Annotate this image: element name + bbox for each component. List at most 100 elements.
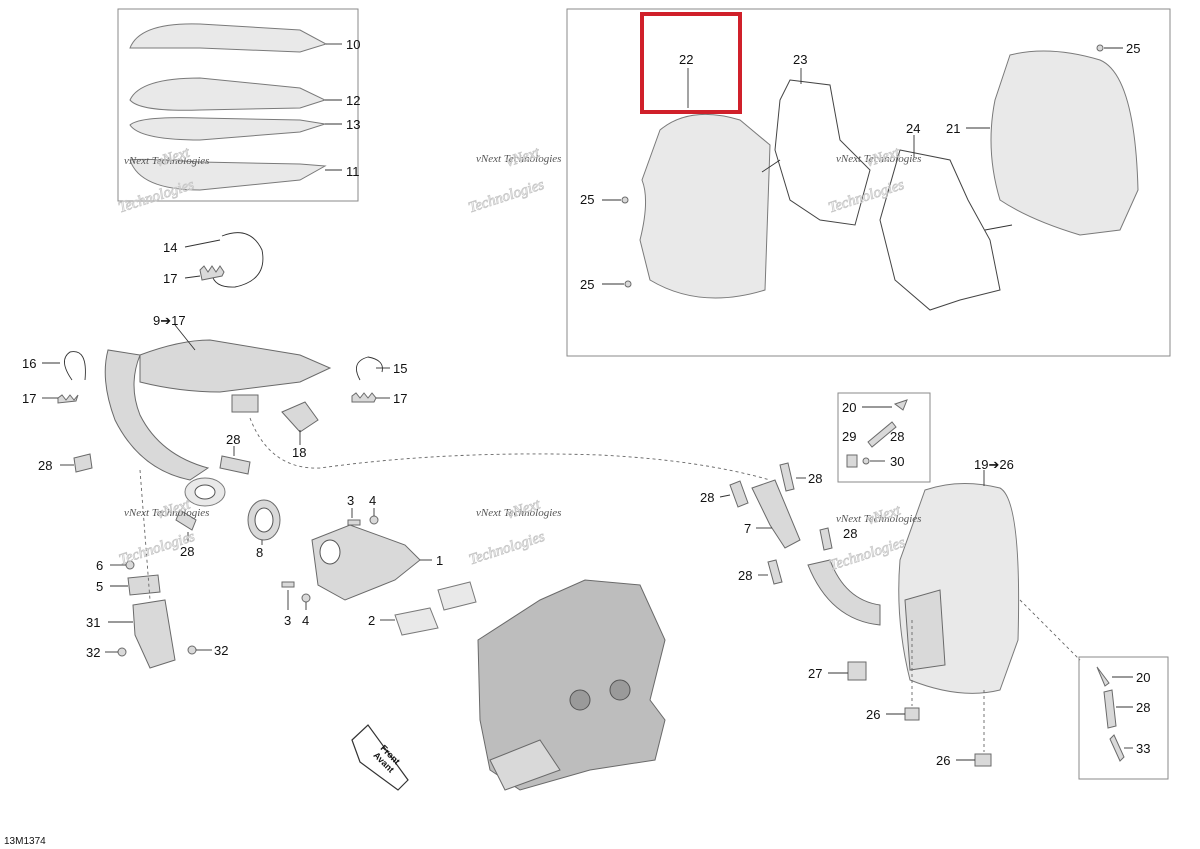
rubber-mount-5[interactable]: [110, 574, 161, 596]
callout-18: 18: [292, 445, 306, 460]
callout-28-h: 28: [738, 568, 752, 583]
hook-33[interactable]: [1109, 734, 1133, 762]
callout-28-inset: 28: [890, 429, 904, 444]
muffler-assembly-9[interactable]: [104, 324, 332, 507]
heat-shield-cover-21[interactable]: [966, 50, 1139, 236]
nut-32-right[interactable]: [187, 645, 212, 655]
callout-28-f: 28: [808, 471, 822, 486]
callout-20-lower-inset: 20: [1136, 670, 1150, 685]
inset-box-spring-set: [1078, 656, 1169, 780]
retaining-ring-14[interactable]: [184, 232, 264, 288]
callout-28-c: 28: [180, 544, 194, 559]
muffler-half-11[interactable]: [129, 158, 342, 191]
engine-block: [477, 579, 666, 791]
callout-26-lower: 26: [936, 753, 950, 768]
callout-27: 27: [808, 666, 822, 681]
routing-line: [249, 417, 771, 481]
inset-box-heat-shields: [566, 8, 1171, 357]
spring-28-e[interactable]: [719, 480, 749, 508]
svg-text:vNext Technologies: vNext Technologies: [476, 153, 561, 165]
callout-25-middle: 25: [580, 192, 594, 207]
tab-29[interactable]: [846, 454, 858, 468]
heat-shield-22[interactable]: [639, 68, 771, 299]
rivet-25-middle[interactable]: [602, 196, 629, 204]
callout-17-left: 17: [22, 391, 36, 406]
bumper-26-lower[interactable]: [956, 753, 992, 767]
callout-23: 23: [793, 52, 807, 67]
exhaust-coupler-7[interactable]: [751, 479, 801, 549]
muffler-clamp-18[interactable]: [281, 401, 319, 445]
exhaust-seal-8[interactable]: [247, 499, 281, 545]
muffler-half-13[interactable]: [129, 117, 342, 141]
bolt-3-bottom[interactable]: [281, 581, 295, 610]
heat-shield-gasket-23[interactable]: [761, 68, 871, 226]
rivet-25-top[interactable]: [1096, 44, 1123, 52]
callout-15: 15: [393, 361, 407, 376]
spring-17-right[interactable]: [351, 392, 390, 403]
spring-28-inset[interactable]: [867, 421, 897, 448]
svg-text:vNext Technologies: vNext Technologies: [836, 153, 921, 165]
callout-14: 14: [163, 240, 177, 255]
callout-25-top: 25: [1126, 41, 1140, 56]
hook-20-inset[interactable]: [862, 399, 908, 411]
callout-8: 8: [256, 545, 263, 560]
callout-7: 7: [744, 521, 751, 536]
bumper-26-upper[interactable]: [886, 707, 920, 721]
callout-3-bottom: 3: [284, 613, 291, 628]
heat-shield-gasket-24[interactable]: [879, 135, 1013, 311]
manifold-gasket-2a[interactable]: [380, 607, 439, 636]
manifold-gasket-2b[interactable]: [437, 581, 477, 611]
muffler-cover-10[interactable]: [129, 23, 342, 53]
spring-28-f[interactable]: [779, 462, 806, 492]
tail-pipe[interactable]: [807, 559, 881, 626]
sensor-connector-27[interactable]: [828, 661, 867, 681]
svg-text:vNext Technologies: vNext Technologies: [476, 507, 561, 519]
callout-28-lower-inset: 28: [1136, 700, 1150, 715]
muffler-assembly-19[interactable]: [898, 470, 1020, 694]
bolt-3-top[interactable]: [347, 508, 361, 526]
callout-28-a: 28: [38, 458, 52, 473]
spring-28-h[interactable]: [758, 559, 783, 585]
retaining-ring-16[interactable]: [42, 351, 86, 381]
washer-4-top[interactable]: [369, 508, 379, 525]
nut-6[interactable]: [110, 560, 135, 570]
svg-text:vNext Technologies: vNext Technologies: [124, 507, 209, 519]
nut-32-left[interactable]: [105, 647, 127, 657]
callout-24: 24: [906, 121, 920, 136]
watermark-middle-left: vNext Technologies vNext Technologies: [117, 496, 210, 569]
callout-5: 5: [96, 579, 103, 594]
callout-30: 30: [890, 454, 904, 469]
callout-25-bottom: 25: [580, 277, 594, 292]
spring-28-b[interactable]: [219, 446, 251, 475]
callout-16: 16: [22, 356, 36, 371]
svg-text:Technologies: Technologies: [467, 177, 547, 217]
callout-13: 13: [346, 117, 360, 132]
svg-text:vNext Technologies: vNext Technologies: [836, 513, 921, 525]
callout-29: 29: [842, 429, 856, 444]
rivet-30[interactable]: [862, 457, 885, 465]
callout-28-b: 28: [226, 432, 240, 447]
retaining-ring-15[interactable]: [355, 356, 390, 381]
spring-28-lower-inset[interactable]: [1103, 689, 1133, 729]
exhaust-manifold-1[interactable]: [311, 524, 432, 601]
spring-17-left[interactable]: [42, 394, 79, 404]
callout-21: 21: [946, 121, 960, 136]
svg-text:Technologies: Technologies: [827, 535, 907, 575]
muffler-body-12[interactable]: [129, 77, 342, 111]
spring-17-top[interactable]: [184, 265, 225, 281]
bracket-mount-31[interactable]: [108, 599, 176, 669]
spring-28-g[interactable]: [819, 527, 833, 551]
spring-28-c[interactable]: [175, 509, 197, 542]
inset-box-muffler-covers: [117, 8, 359, 202]
callout-28-g: 28: [843, 526, 857, 541]
spring-28-a[interactable]: [60, 453, 93, 473]
rivet-25-bottom[interactable]: [602, 280, 632, 288]
washer-4-bottom[interactable]: [301, 593, 311, 610]
callout-22: 22: [679, 52, 693, 67]
hook-20-lower-inset[interactable]: [1096, 666, 1133, 687]
callout-26-upper: 26: [866, 707, 880, 722]
callout-10: 10: [346, 37, 360, 52]
callout-3-top: 3: [347, 493, 354, 508]
callout-4-top: 4: [369, 493, 376, 508]
